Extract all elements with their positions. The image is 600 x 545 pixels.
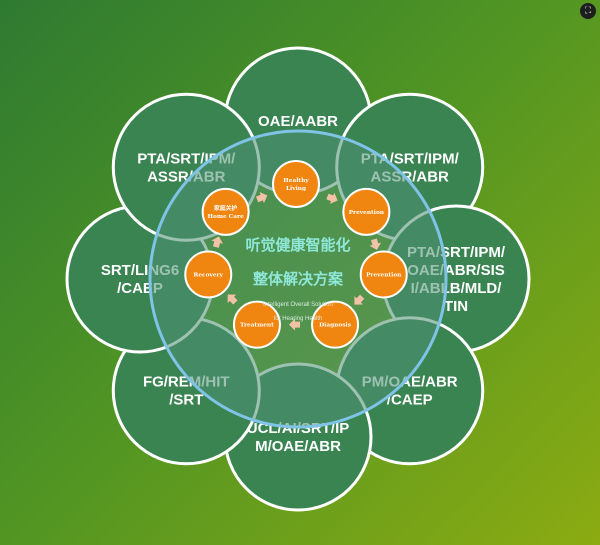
cycle-node-3: Prevention xyxy=(359,250,408,299)
cycle-node-shape xyxy=(272,160,320,208)
outer-circle-label: OAE/AABR xyxy=(258,113,338,130)
cycle-node-shape xyxy=(201,187,250,236)
cycle-node-7: 家庭关护 Home Care xyxy=(201,187,250,236)
cycle-node-label: Prevention xyxy=(349,210,385,216)
center-subtitle-line2: for Hearing Health xyxy=(274,316,323,322)
cycle-node-5: Treatment xyxy=(232,300,281,349)
cycle-arrow xyxy=(227,294,238,305)
cycle-node-shape xyxy=(232,300,281,349)
cycle-arrow xyxy=(326,192,338,204)
cycle-node-4: Diagnosis xyxy=(311,300,360,349)
center-title-line2: 整体解决方案 xyxy=(253,270,344,288)
cycle-arrow xyxy=(354,294,365,305)
outer-circle-label: TIN xyxy=(444,298,468,315)
cycle-node-label: Home Care xyxy=(207,214,244,220)
cycle-node-label: Healthy xyxy=(283,178,309,184)
expand-icon[interactable]: ⛶ xyxy=(580,3,596,19)
cycle-node-2: Prevention xyxy=(342,187,391,236)
cycle-arrow xyxy=(369,238,382,250)
center-title-line1: 听觉健康智能化 xyxy=(245,236,350,254)
outer-circle-label: /CAEP xyxy=(387,392,433,409)
cycle-arrow xyxy=(255,191,268,204)
cycle-node-label: Prevention xyxy=(366,272,402,278)
cycle-node-shape xyxy=(311,300,360,349)
cycle-node-shape xyxy=(359,250,408,299)
cycle-node-label: Treatment xyxy=(240,323,274,329)
cycle-node-label: Recovery xyxy=(194,272,224,278)
cycle-node-label: 家庭关护 xyxy=(214,204,237,212)
outer-circle-label: M/OAE/ABR xyxy=(255,438,341,455)
center-subtitle-line1: Intelligent Overall Solution xyxy=(263,302,333,308)
cycle-node-shape xyxy=(342,187,391,236)
cycle-node-6: Recovery xyxy=(184,250,233,299)
cycle-arrow xyxy=(289,318,300,331)
cycle-node-label: Diagnosis xyxy=(319,323,352,329)
outer-circle-label: /SRT xyxy=(169,392,203,409)
cycle-node-label: Living xyxy=(286,186,306,192)
cycle-arrow xyxy=(211,236,223,248)
cycle-node-shape xyxy=(184,250,233,299)
